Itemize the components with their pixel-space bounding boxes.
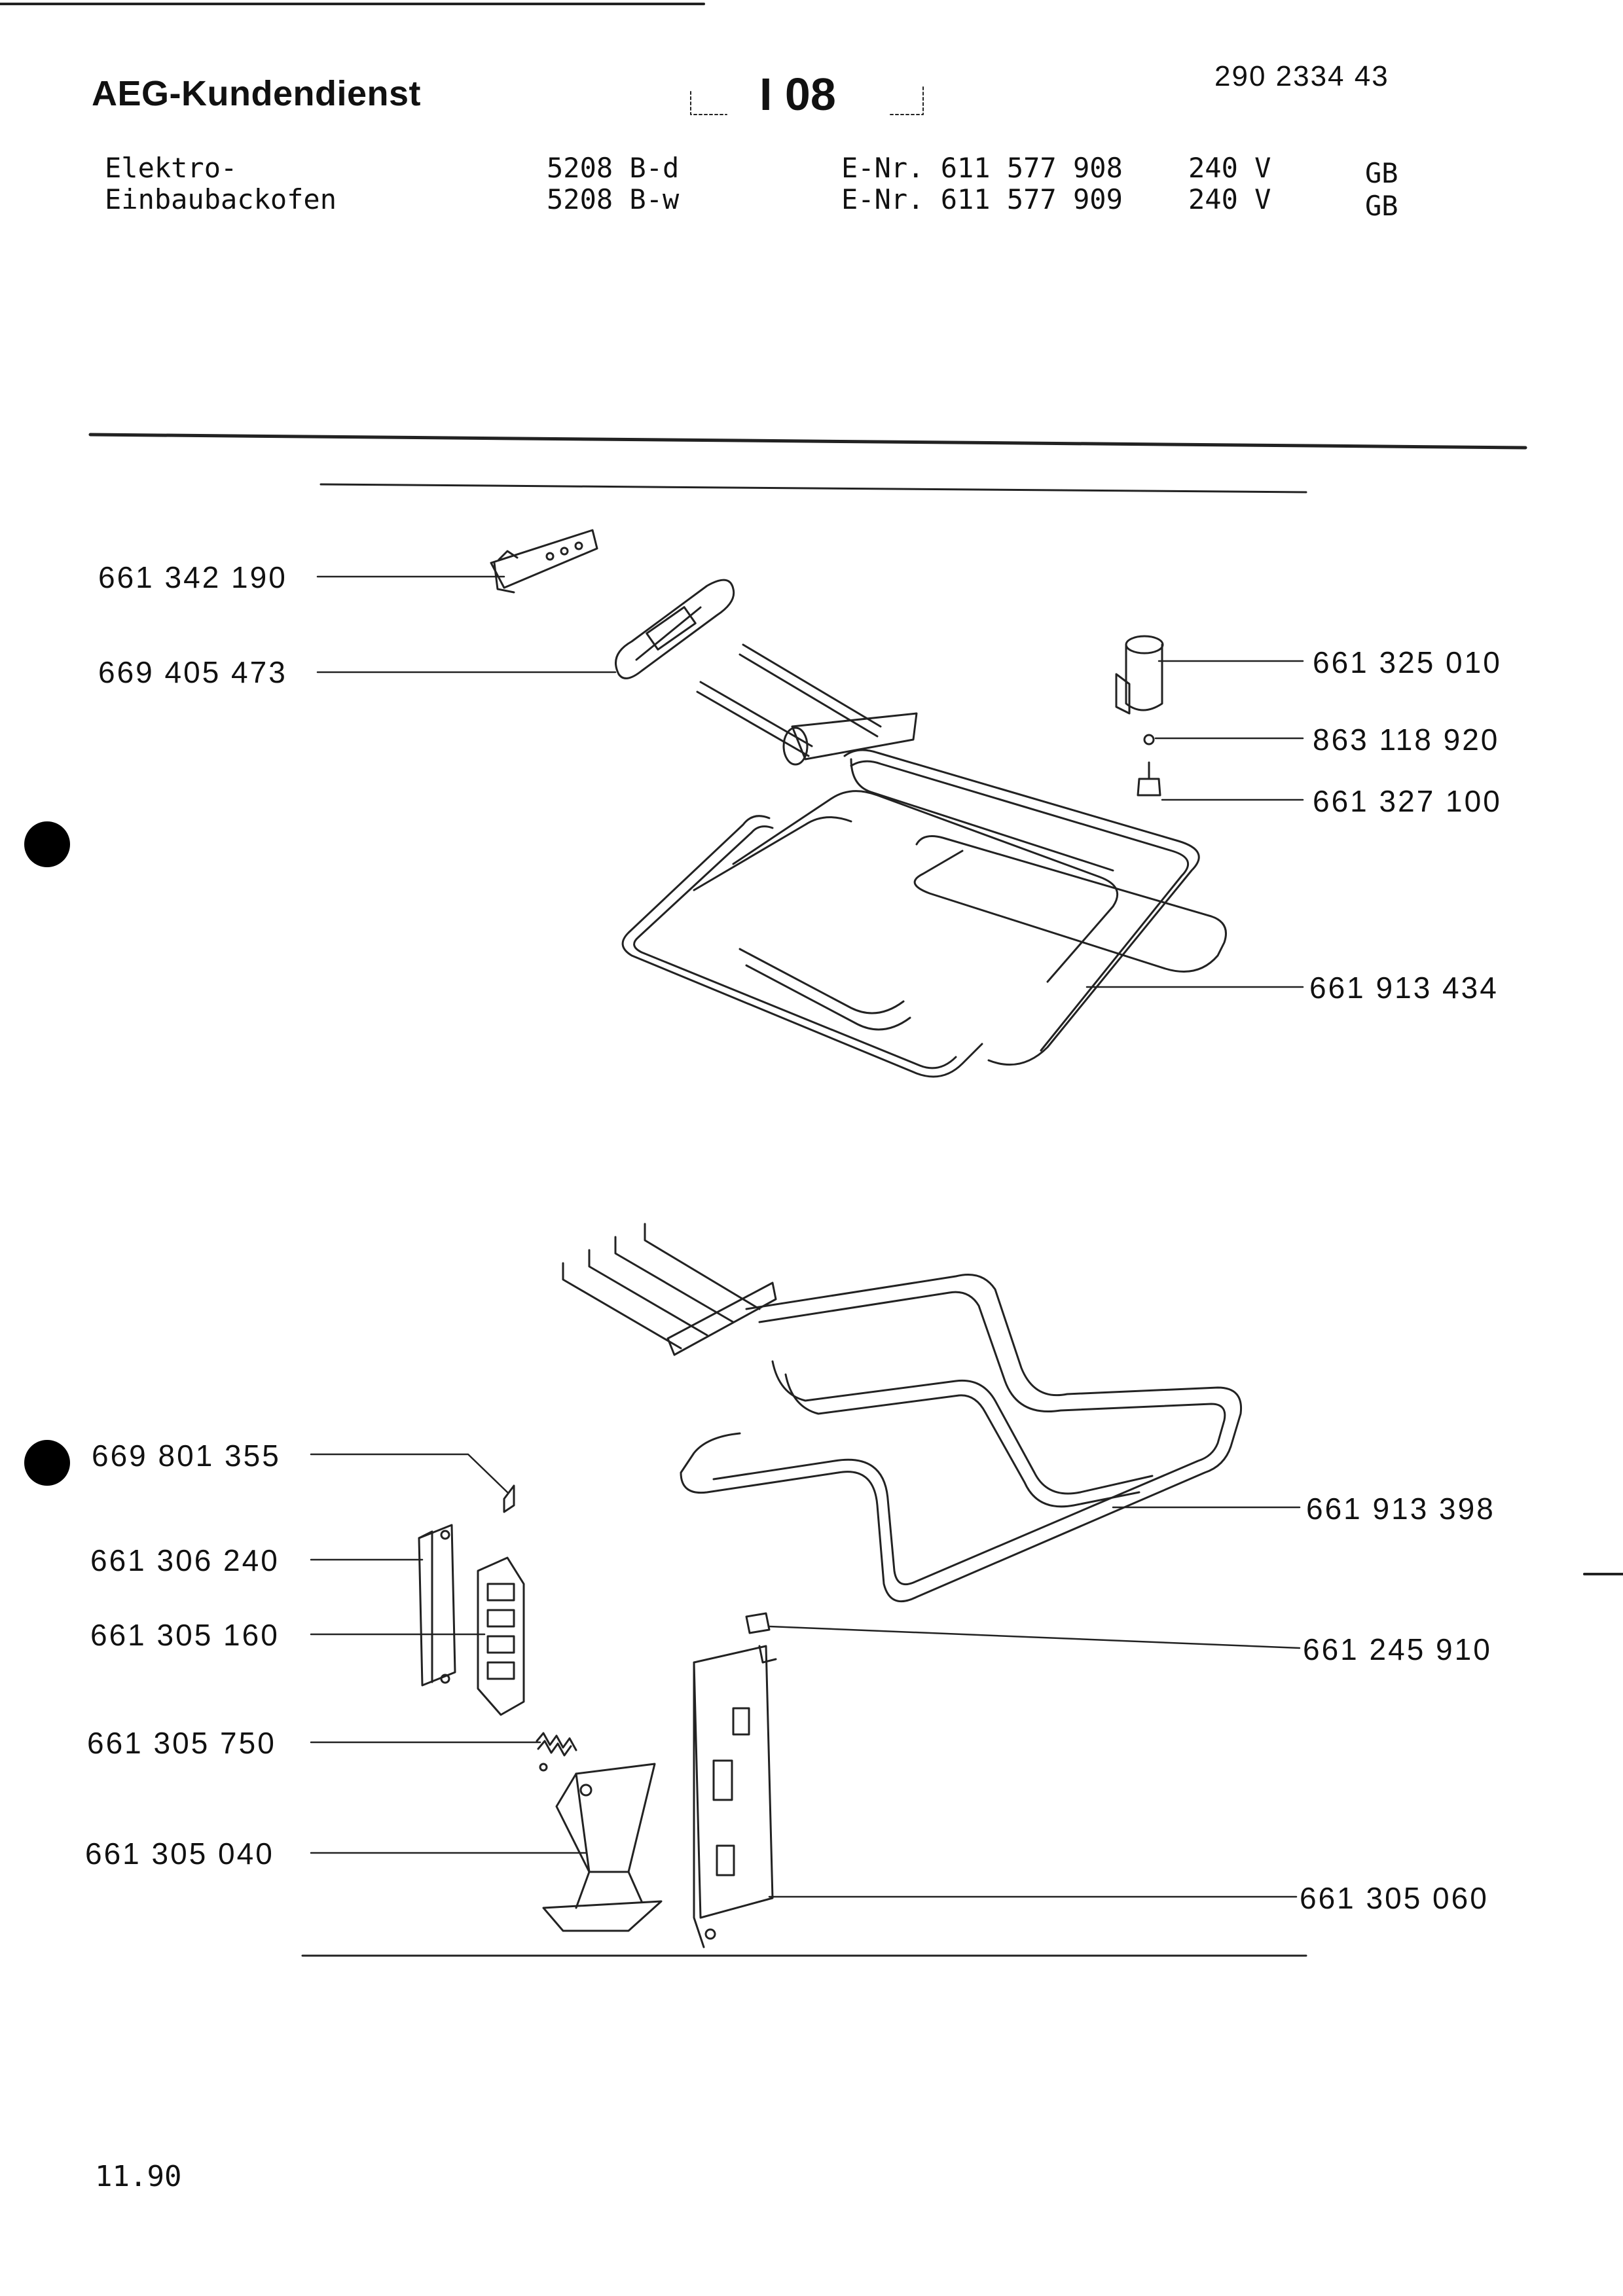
leader-lines [311,577,1303,1897]
model-country-2: GB [1365,190,1398,222]
model-voltage-2: 240 V [1188,183,1271,215]
section-bracket-right [890,85,923,115]
part-small-plate [746,1613,769,1633]
section-bracket-left [691,92,727,115]
document-number: 290 2334 43 [1214,60,1389,92]
part-switch-bracket [694,1646,776,1947]
part-gasket [616,580,734,678]
model-desc-1: Elektro- [105,152,238,184]
part-label-pin-screw: 661 327 100 [1313,784,1502,818]
part-label-terminal-block: 661 305 160 [90,1618,280,1652]
part-label-clip: 669 801 355 [92,1439,281,1473]
part-label-u-bracket: 661 306 240 [90,1543,280,1577]
part-label-switch-bracket: 661 305 060 [1300,1881,1489,1915]
part-guide [543,1764,661,1931]
part-label-ring: 863 118 920 [1313,723,1500,757]
margin-dot-marker [24,1440,70,1486]
part-pin-screw [1138,762,1160,795]
part-lower-heating-element [563,1224,1241,1602]
model-number-1: 5208 B-d [547,152,680,184]
part-label-small-plate: 661 245 910 [1303,1632,1492,1666]
model-voltage-1: 240 V [1188,152,1271,184]
part-bracket-plate [491,530,597,592]
model-country-1: GB [1365,157,1398,189]
part-u-bracket [419,1525,455,1685]
brand-title: AEG-Kundendienst [92,74,421,113]
part-terminal-block [478,1558,524,1715]
model-enr-1: E-Nr. 611 577 908 [841,152,1123,184]
diagram-rule-top [321,484,1306,492]
header-rule [90,435,1525,448]
part-label-lower-heating-element: 661 913 398 [1306,1492,1495,1526]
part-label-spring: 661 305 750 [87,1726,276,1760]
margin-dot-marker [24,821,70,867]
part-clip [504,1486,514,1512]
model-enr-2: E-Nr. 611 577 909 [841,183,1123,215]
section-code: I 08 [759,69,836,120]
model-number-2: 5208 B-w [547,183,680,215]
part-label-bracket-plate: 661 342 190 [98,560,287,594]
part-spring [537,1733,576,1770]
part-ring [1144,735,1154,744]
part-sleeve [1116,636,1163,713]
part-upper-heating-element [623,645,1226,1077]
footer-date: 11.90 [95,2160,182,2193]
part-label-sleeve: 661 325 010 [1313,645,1502,679]
part-label-upper-heating-element: 661 913 434 [1309,971,1499,1005]
part-label-guide: 661 305 040 [85,1837,274,1871]
model-desc-2: Einbaubackofen [105,183,337,215]
part-label-gasket: 669 405 473 [98,655,287,689]
